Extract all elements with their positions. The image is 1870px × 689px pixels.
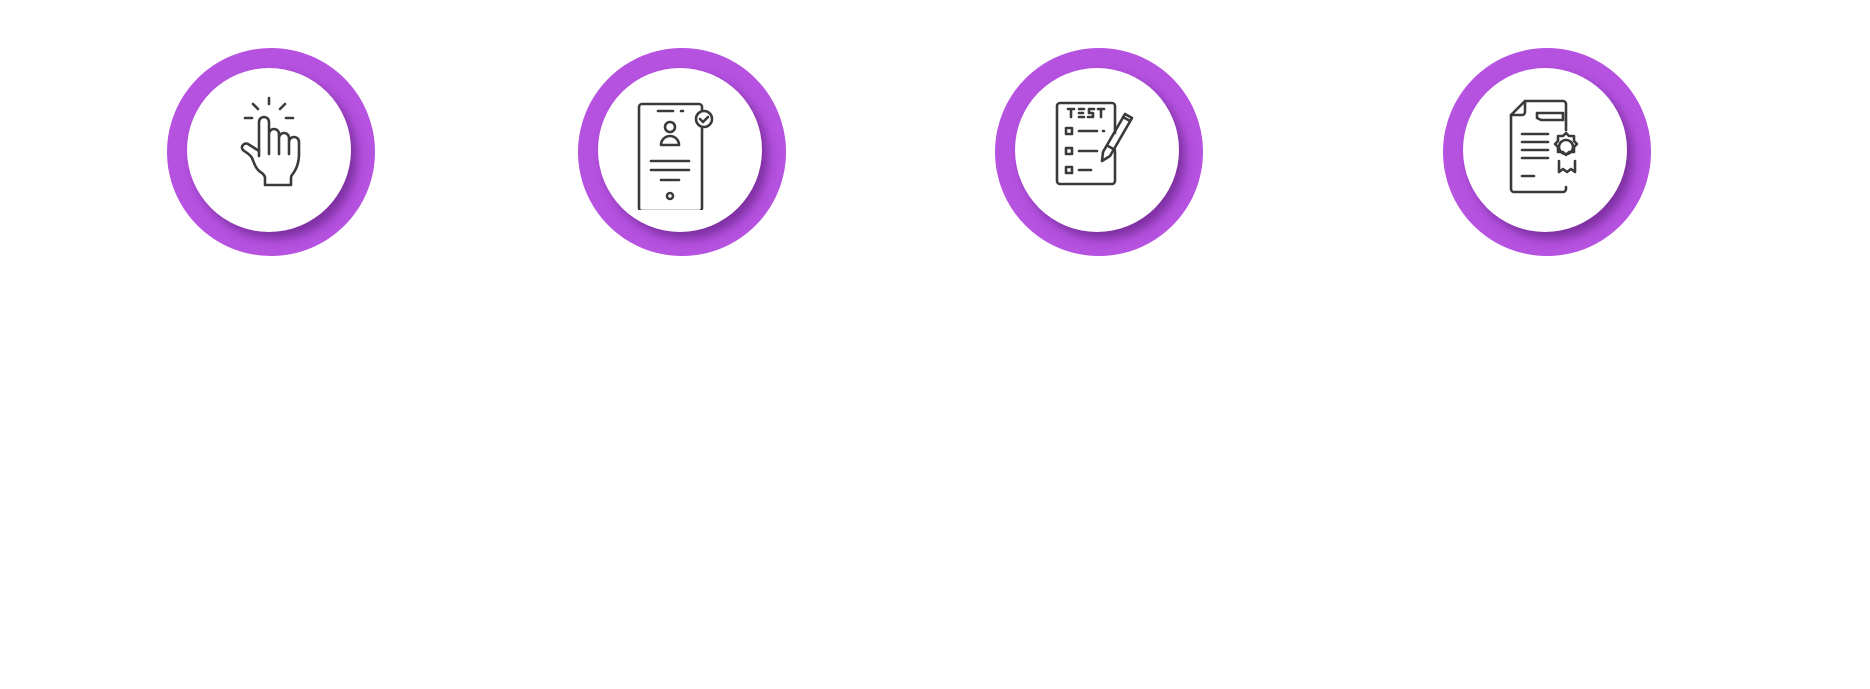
badge-click [167, 48, 375, 256]
test-checklist-pencil-icon [1055, 101, 1134, 186]
badge-id-card [578, 48, 786, 256]
pointing-hand-click-icon [240, 96, 301, 187]
id-card-verified-icon [637, 102, 714, 210]
badge-certificate [1443, 48, 1651, 256]
badge-test [995, 48, 1203, 256]
badge-inner [598, 68, 762, 232]
certificate-document-icon [1509, 99, 1579, 194]
badge-inner [187, 68, 351, 232]
badge-inner [1463, 68, 1627, 232]
badge-inner [1015, 68, 1179, 232]
